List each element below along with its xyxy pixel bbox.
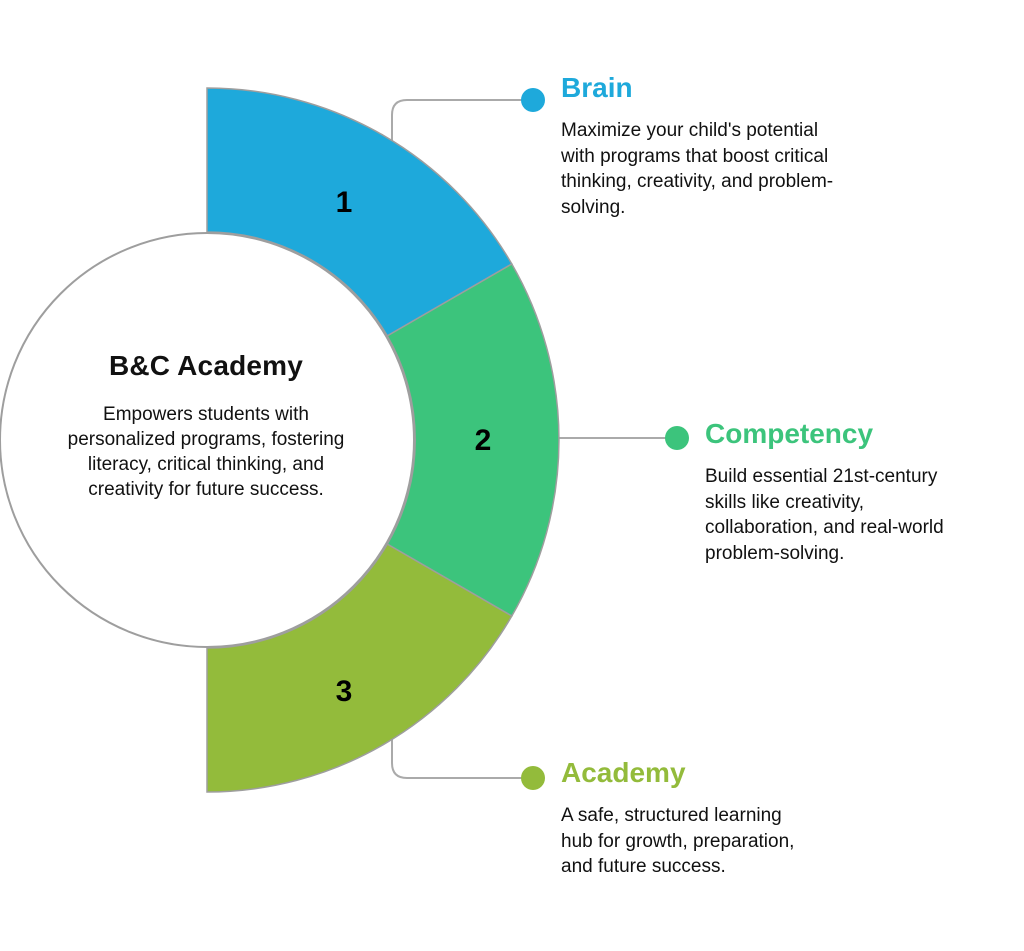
connector-dot-brain [521, 88, 545, 112]
connector-dot-competency [665, 426, 689, 450]
center-title: B&C Academy [108, 350, 304, 381]
segment-number-1: 1 [336, 186, 353, 219]
connector-dot-academy [521, 766, 545, 790]
center-description: Empowers students with personalized prog… [67, 404, 345, 500]
callout-academy: Academy A safe, structured learning hub … [561, 757, 801, 880]
callout-brain: Brain Maximize your child's potential wi… [561, 72, 851, 220]
callout-title-brain: Brain [561, 72, 633, 103]
callout-title-competency: Competency [705, 418, 874, 449]
callout-competency: Competency Build essential 21st-century … [705, 418, 945, 566]
callout-description-academy: A safe, structured learning hub for grow… [561, 805, 795, 877]
segment-number-2: 2 [475, 424, 492, 457]
connector-line-academy [391, 680, 533, 779]
callout-description-brain: Maximize your child's potential with pro… [561, 120, 834, 218]
segment-academy [206, 543, 513, 793]
callout-title-academy: Academy [561, 757, 686, 788]
segment-competency [386, 262, 560, 618]
callout-description-competency: Build essential 21st-century skills like… [705, 466, 944, 564]
center-content: B&C Academy Empowers students with perso… [60, 350, 352, 502]
segment-brain [206, 87, 513, 337]
segment-number-3: 3 [336, 675, 353, 708]
center-circle [0, 232, 415, 648]
connector-line-brain [391, 99, 533, 197]
